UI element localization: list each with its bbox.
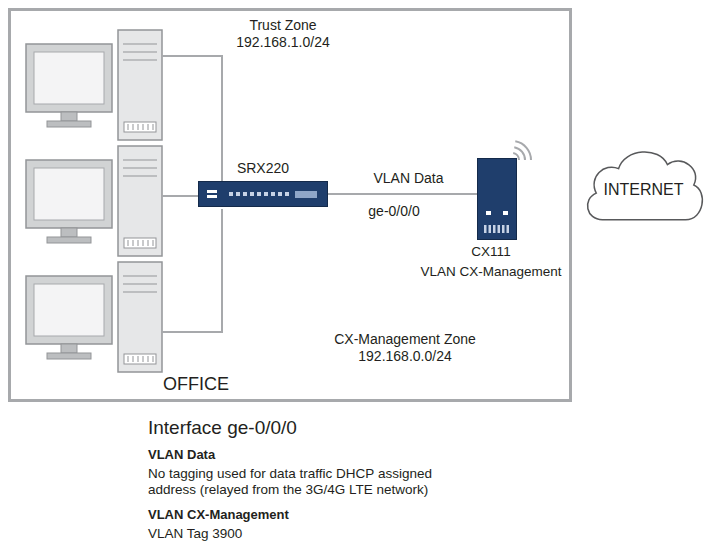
note-text: VLAN Tag 3900 xyxy=(148,526,242,542)
zone-label: CX-Management Zone xyxy=(332,331,478,348)
internet-cloud: INTERNET xyxy=(580,140,707,232)
computer xyxy=(26,262,162,372)
note-text: VLAN CX-Management xyxy=(148,507,289,523)
zone-label: 192.168.0.0/24 xyxy=(356,348,453,365)
office-region: OFFICE SRX220CX111VLAN CX-Management xyxy=(8,8,572,402)
cable-link xyxy=(328,193,477,195)
note-text: No tagging used for data traffic DHCP as… xyxy=(148,466,478,498)
device-vlan: VLAN CX-Management xyxy=(412,264,570,280)
link-label: VLAN Data xyxy=(371,170,445,187)
cx-chassis xyxy=(477,158,517,240)
section-heading: Interface ge-0/0/0 xyxy=(148,417,297,440)
device-detail xyxy=(199,182,327,206)
zone-label: Trust Zone xyxy=(247,17,318,34)
note-text: VLAN Data xyxy=(148,447,215,463)
cloud-label: INTERNET xyxy=(604,181,684,199)
device-name: CX111 xyxy=(412,244,570,260)
computer xyxy=(26,30,162,140)
region-label: OFFICE xyxy=(163,374,229,395)
computer xyxy=(26,146,162,256)
zone-label: ge-0/0/0 xyxy=(366,203,421,220)
zone-label: 192.168.1.0/24 xyxy=(234,34,331,51)
device-detail xyxy=(478,159,516,239)
firewall-device: SRX220 xyxy=(192,160,334,207)
srx-chassis xyxy=(198,181,328,207)
device-name: SRX220 xyxy=(192,160,334,176)
